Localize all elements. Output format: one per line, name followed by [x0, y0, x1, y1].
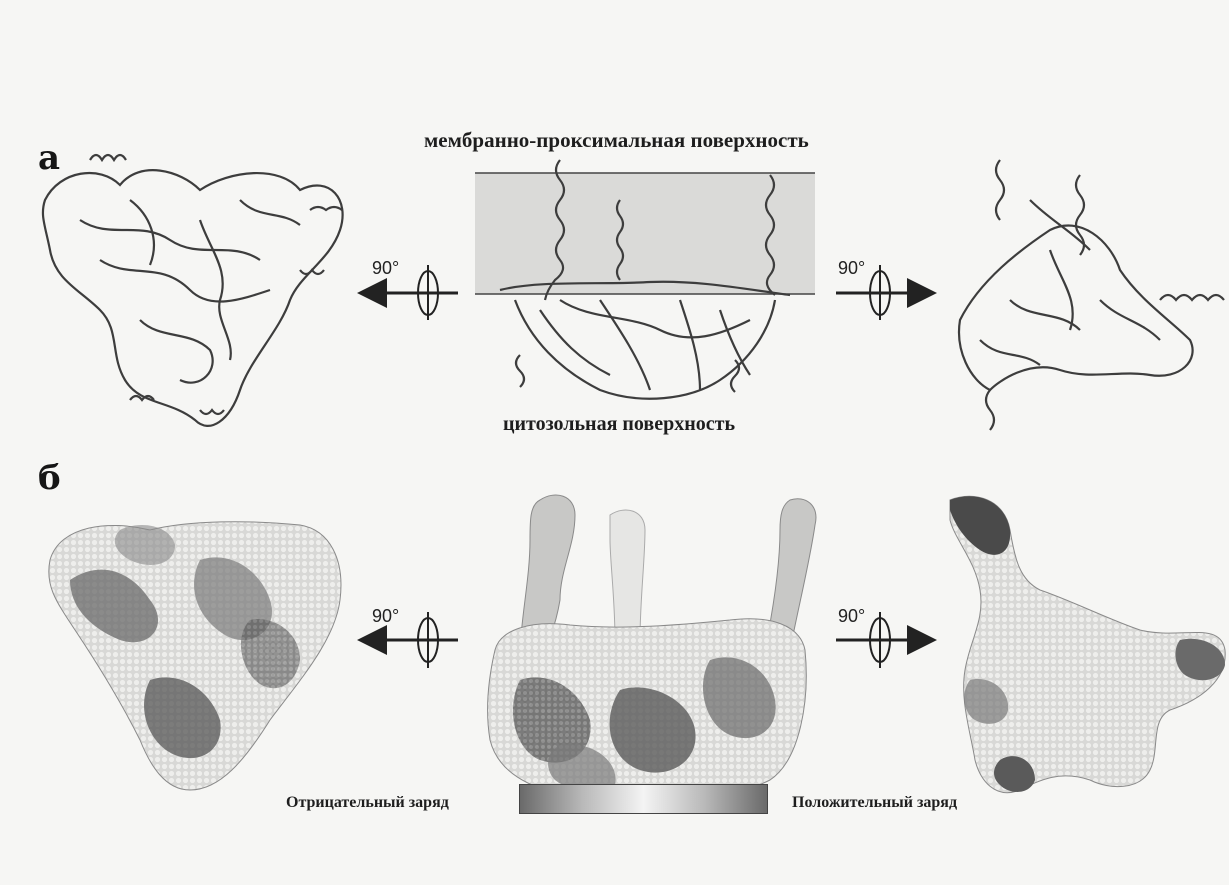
membrane-proximal-surface-label: мембранно-проксимальная поверхность: [424, 128, 809, 153]
membrane-band: [475, 173, 815, 294]
ribbon-structure-bottom-view-a-right: [959, 160, 1224, 430]
rotation-label-b-right: 90°: [838, 606, 865, 627]
rotation-label-a-right: 90°: [838, 258, 865, 279]
charge-gradient-bar: [519, 784, 768, 814]
cytosolic-surface-label: цитозольная поверхность: [503, 413, 735, 436]
rotation-label-b-left: 90°: [372, 606, 399, 627]
negative-charge-label: Отрицательный заряд: [286, 794, 449, 812]
rotation-label-a-left: 90°: [372, 258, 399, 279]
ribbon-structure-top-view-a-left: [43, 155, 343, 426]
positive-charge-label: Положительный заряд: [792, 794, 957, 812]
surface-side-view-b-center: [488, 495, 816, 802]
surface-top-view-b-left: [49, 522, 341, 790]
surface-bottom-view-b-right: [950, 496, 1225, 792]
